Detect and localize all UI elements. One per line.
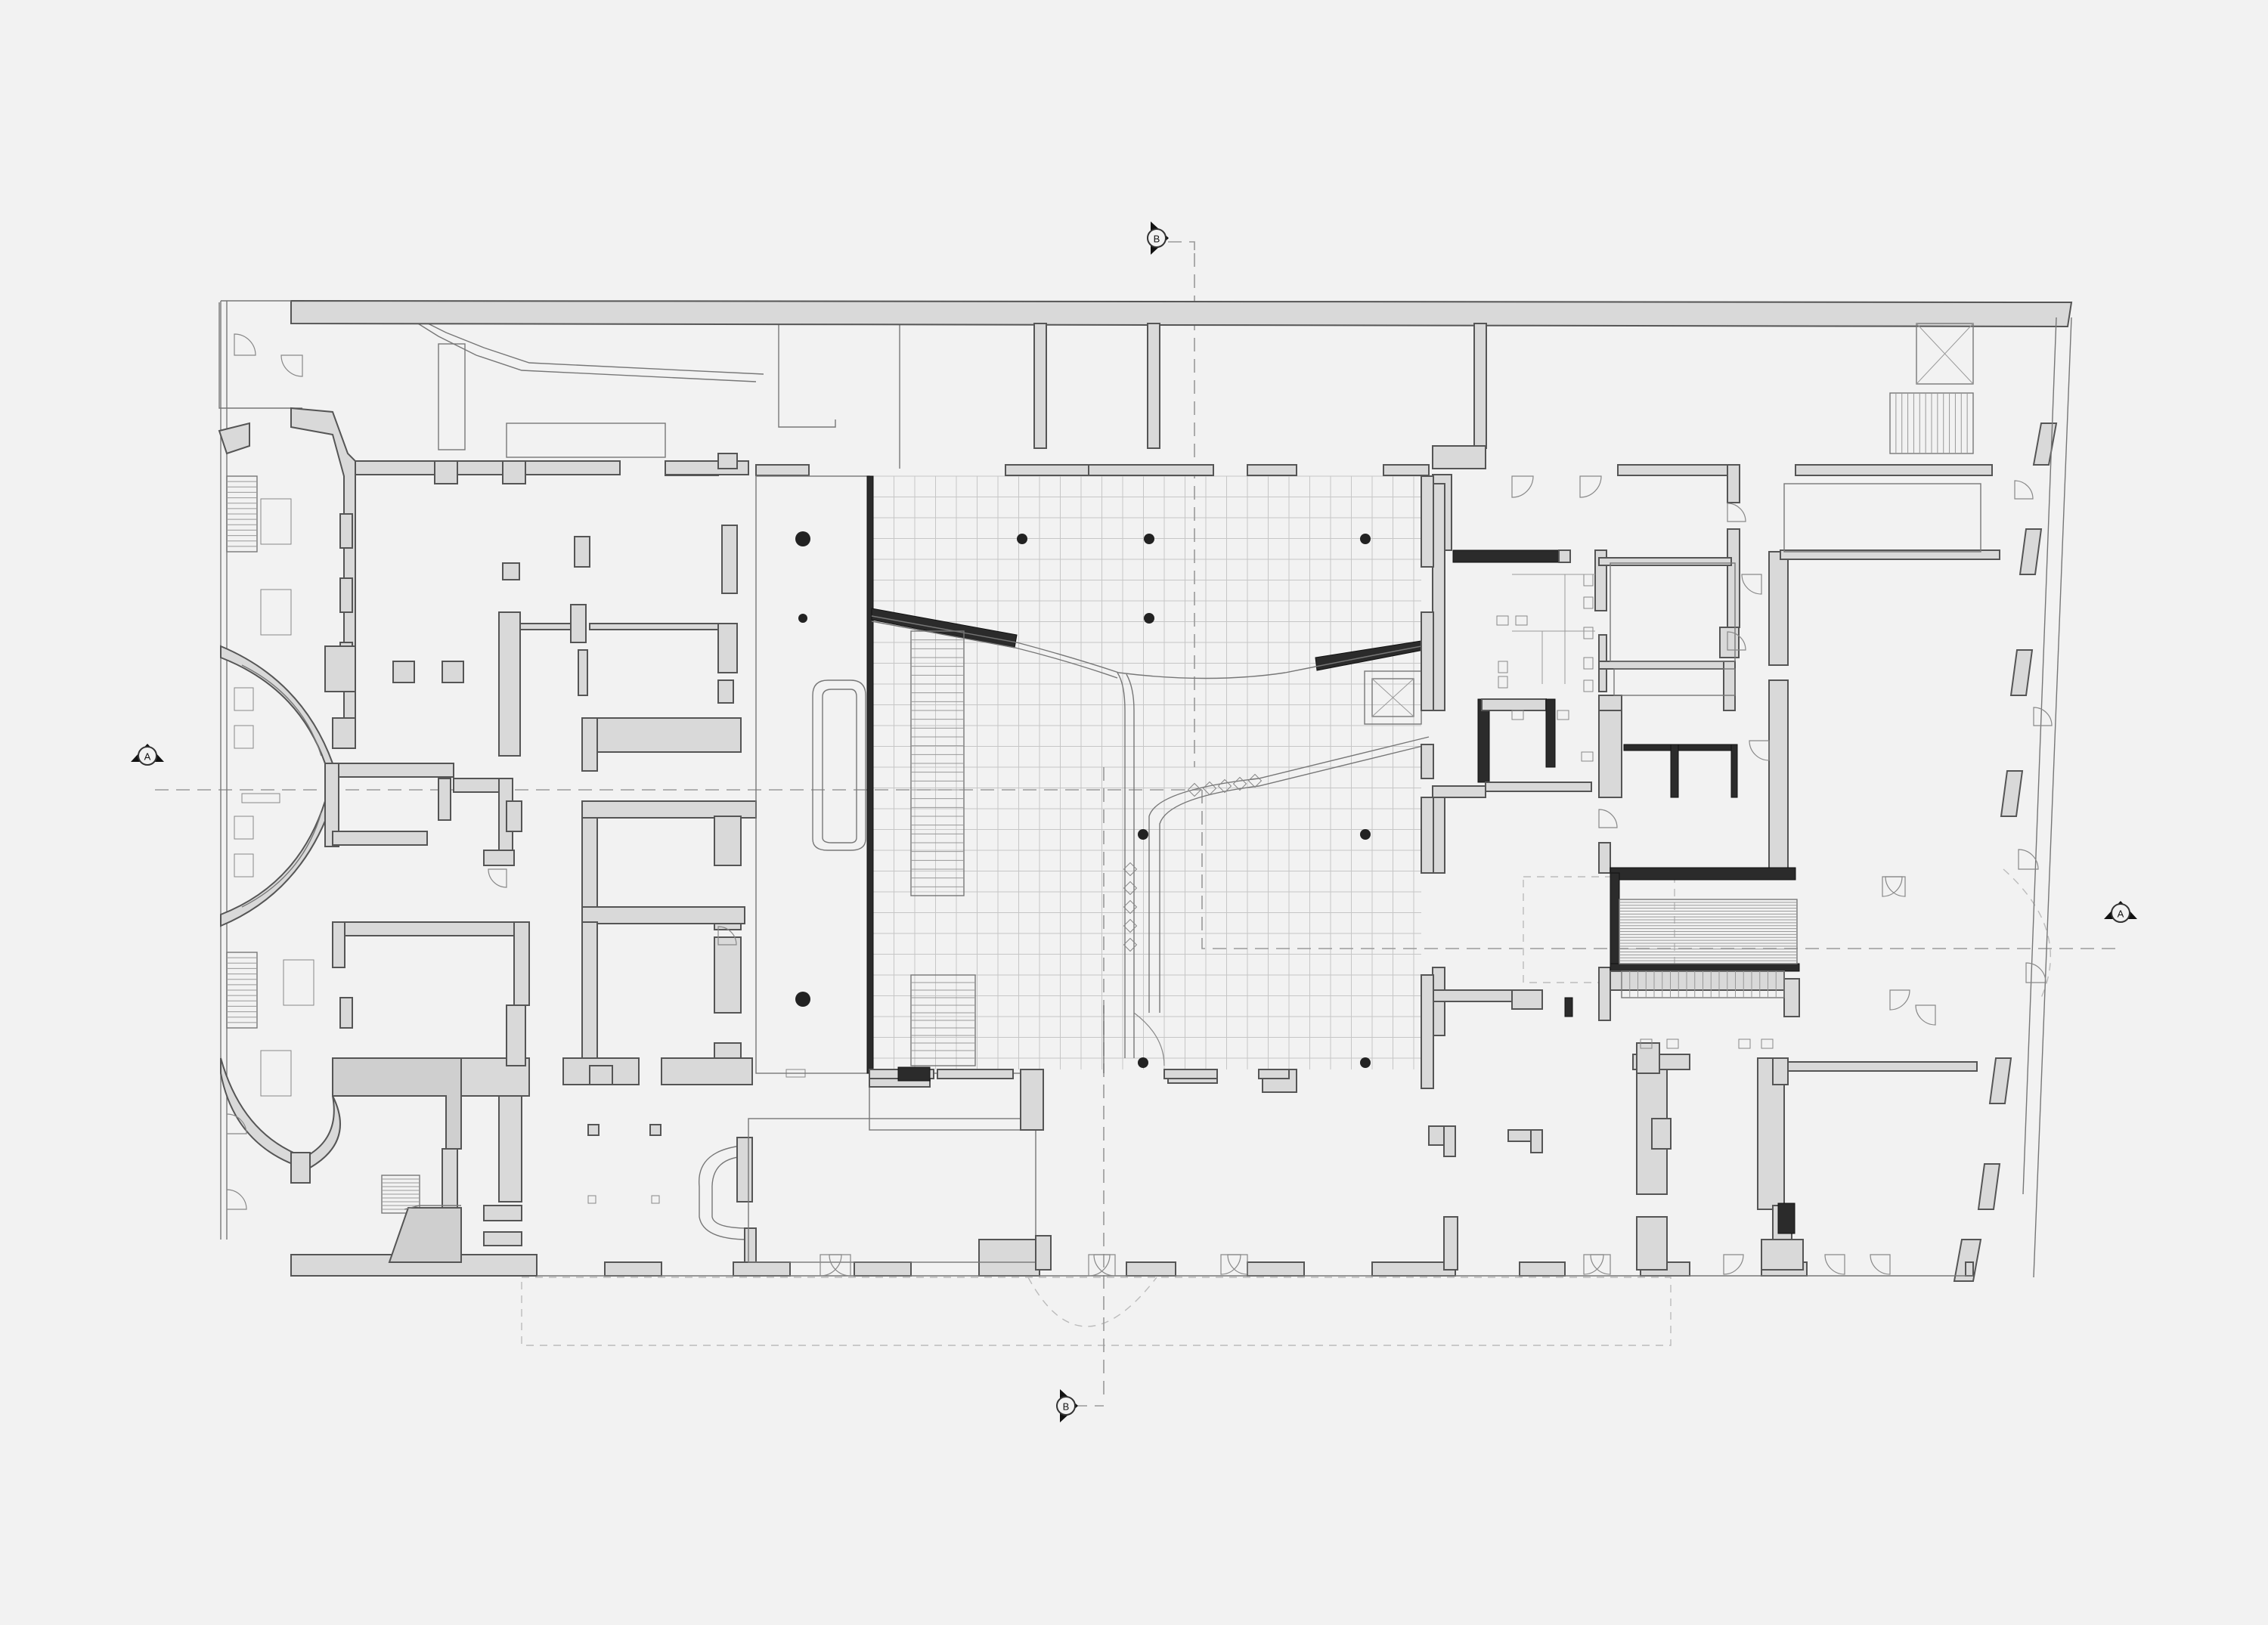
section-marker-b-south[interactable]: B bbox=[1056, 1389, 1078, 1422]
stair-northwest bbox=[506, 422, 666, 458]
ramp-bollards bbox=[1123, 773, 1263, 952]
section-marker-a-west[interactable]: A bbox=[131, 744, 164, 766]
section-marker-b-north-label: B bbox=[1154, 234, 1160, 245]
hall-stair-top bbox=[910, 630, 965, 896]
west-wing bbox=[218, 407, 749, 1263]
escalator bbox=[1619, 899, 1798, 964]
stair-east-lower bbox=[1621, 970, 1785, 998]
section-marker-a-east[interactable]: A bbox=[2104, 901, 2137, 923]
central-hall-grid bbox=[872, 475, 1421, 1069]
stair-west-lower bbox=[226, 952, 258, 1029]
section-marker-a-west-label: A bbox=[144, 751, 151, 763]
outer-walls bbox=[220, 299, 2073, 1282]
north-piers bbox=[665, 323, 1993, 476]
stair-west-upper bbox=[226, 475, 258, 552]
door-swings bbox=[226, 333, 2053, 1277]
stair-east bbox=[1889, 392, 1974, 454]
east-wing bbox=[1432, 392, 2000, 1150]
section-marker-a-east-label: A bbox=[2118, 908, 2124, 920]
section-marker-b-north[interactable]: B bbox=[1147, 221, 1169, 255]
section-marker-b-south-label: B bbox=[1063, 1401, 1070, 1413]
stair-sw bbox=[381, 1175, 420, 1214]
hall-stair-bottom bbox=[910, 974, 976, 1066]
middle-west-rooms bbox=[498, 453, 870, 1085]
central-hall bbox=[866, 475, 1434, 1131]
toilets-east bbox=[1496, 562, 1774, 1049]
